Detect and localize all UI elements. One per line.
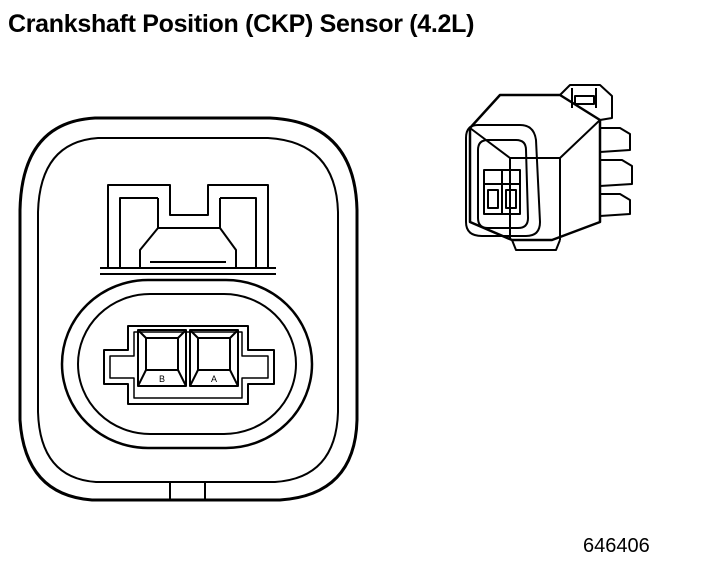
terminal-cavity-b <box>137 329 187 387</box>
terminal-label-a: A <box>211 374 217 384</box>
shroud-inner-ring <box>77 293 297 435</box>
connector-outer-body <box>18 116 359 502</box>
bottom-key-tab <box>169 482 206 500</box>
diagram-title: Crankshaft Position (CKP) Sensor (4.2L) <box>8 10 475 38</box>
latch-assembly <box>100 184 276 275</box>
connector-isometric-view <box>465 84 633 251</box>
connector-inner-body <box>37 137 339 483</box>
terminal-housing <box>103 325 275 405</box>
terminal-label-b: B <box>159 374 165 384</box>
figure-number: 646406 <box>583 535 650 557</box>
shroud-outer-ring <box>60 278 314 450</box>
connector-face-view <box>18 116 359 502</box>
terminal-cavity-a <box>189 329 239 387</box>
